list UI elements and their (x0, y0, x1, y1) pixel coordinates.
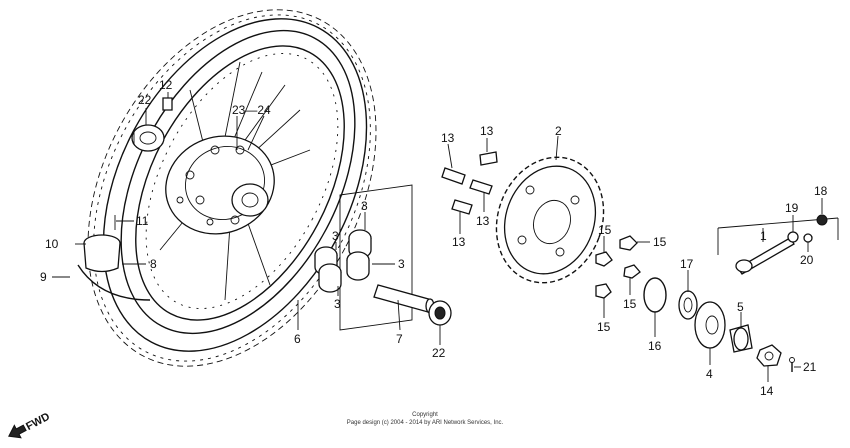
callout-9: 9 (40, 270, 47, 284)
forward-direction-indicator: FWD (8, 411, 52, 439)
callout-12: 12 (159, 78, 173, 92)
bearing-22-lower (428, 300, 452, 326)
copyright-line-1: Copyright (412, 412, 438, 418)
callout-labels: 1 2 3 3 3 3 4 5 6 7 8 9 10 11 12 13 13 1… (40, 78, 828, 398)
callout-8: 8 (150, 257, 157, 271)
callout-15: 15 (653, 235, 667, 249)
callout-6: 6 (294, 332, 301, 346)
callout-2: 2 (555, 124, 562, 138)
copyright-line-2: Page design (c) 2004 - 2014 by ARI Netwo… (347, 420, 504, 426)
fwd-arrow-icon (8, 424, 27, 439)
distance-collar-7 (373, 284, 435, 314)
callout-21: 21 (803, 360, 817, 374)
callout-7: 7 (396, 332, 403, 346)
callout-13: 13 (480, 124, 494, 138)
callout-16: 16 (648, 339, 662, 353)
callout-5: 5 (737, 300, 744, 314)
callout-13: 13 (476, 214, 490, 228)
collar-group-3 (314, 184, 413, 331)
cotter-pin-21 (789, 357, 795, 372)
fwd-label: FWD (24, 411, 52, 433)
bearing-22-upper (131, 124, 165, 152)
leader-lines (52, 92, 823, 382)
callout-14: 14 (760, 384, 774, 398)
chain-adjuster-group-1 (717, 214, 839, 275)
callout-19: 19 (785, 201, 799, 215)
final-driven-sprocket-2 (495, 156, 605, 284)
callout-15: 15 (597, 320, 611, 334)
callout-13: 13 (452, 235, 466, 249)
tube-and-rim-band (77, 215, 151, 301)
nuts-15 (595, 235, 641, 299)
callout-3: 3 (334, 297, 341, 311)
callout-17: 17 (680, 257, 694, 271)
callout-3: 3 (332, 229, 339, 243)
oil-seal-17 (678, 290, 698, 320)
callout-3: 3 (398, 257, 405, 271)
callout-13: 13 (441, 131, 455, 145)
callout-20: 20 (800, 253, 814, 267)
sprocket-flange-4 (694, 301, 726, 349)
callout-15: 15 (598, 223, 612, 237)
rear-hub (165, 135, 275, 235)
callout-15: 15 (623, 297, 637, 311)
callout-11: 11 (136, 214, 149, 228)
callout-1: 1 (760, 229, 767, 243)
copyright: Copyright Page design (c) 2004 - 2014 by… (347, 412, 504, 426)
callout-3: 3 (361, 199, 368, 213)
callout-18: 18 (814, 184, 828, 198)
callout-10: 10 (45, 237, 59, 251)
axle-nut-14 (756, 344, 782, 367)
callout-23-24: 23—24 (232, 103, 271, 117)
circlip-16 (643, 277, 667, 313)
cap-12 (162, 97, 173, 111)
callout-4: 4 (706, 367, 713, 381)
callout-22: 22 (432, 346, 446, 360)
callout-22: 22 (138, 93, 152, 107)
side-collar-5 (729, 324, 753, 353)
stud-bolts-13 (441, 151, 498, 215)
